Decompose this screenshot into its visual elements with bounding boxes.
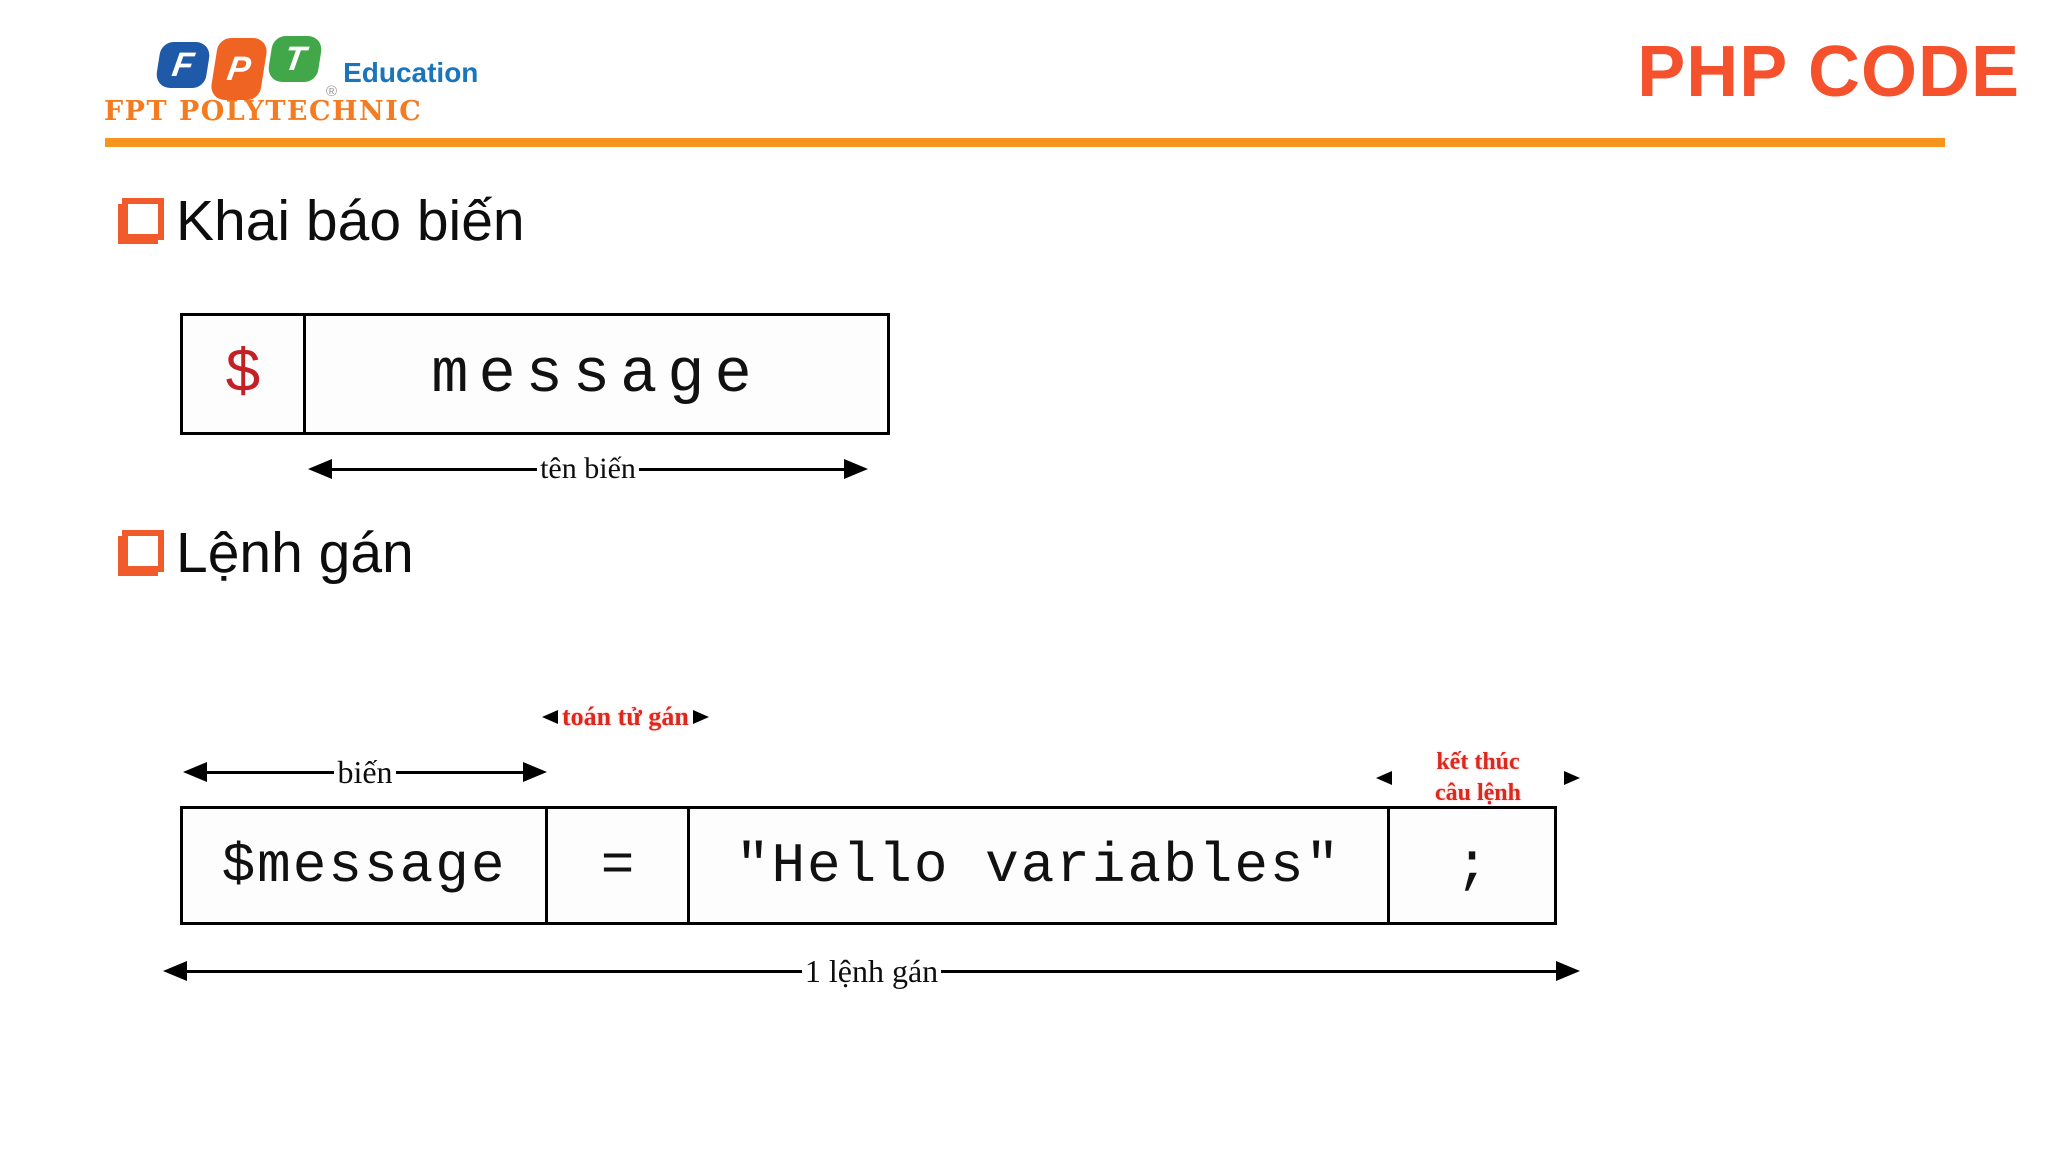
arrowhead-right-icon (523, 762, 547, 782)
assignment-value-cell: "Hello variables" (690, 809, 1390, 922)
dollar-cell: $ (183, 316, 306, 432)
page-title: PHP CODE (1637, 32, 2020, 112)
logo-tile-t-icon: T (266, 36, 324, 82)
bullet-label: Lệnh gán (176, 521, 414, 585)
logo-tile-f-icon: F (154, 42, 212, 88)
arrowhead-right-icon (844, 459, 868, 479)
bullet-item-lenh-gan: Lệnh gán (122, 516, 414, 590)
terminator-label-line1: kết thúc (1436, 748, 1520, 775)
terminator-label: kết thúc câu lệnh (1392, 747, 1564, 809)
assignment-diagram-box: $message = "Hello variables" ; (180, 806, 1557, 925)
arrow-line (941, 969, 1557, 973)
statement-arrow-label: 1 lệnh gán (804, 952, 939, 989)
bullet-square-icon (122, 530, 164, 572)
terminator-label-row: kết thúc câu lệnh (1376, 740, 1580, 816)
terminator-label-line2: câu lệnh (1434, 780, 1521, 806)
header-rule (105, 138, 1945, 147)
assignment-operator-cell: = (548, 809, 690, 922)
operator-label-row: toán tử gán (542, 702, 709, 732)
arrowhead-right-icon (692, 710, 709, 724)
arrowhead-left-icon (308, 459, 332, 479)
polytechnic-label: FPT POLYTECHNIC (104, 96, 423, 127)
logo-letter-f: F (169, 45, 197, 84)
variable-name-cell: message (431, 338, 762, 410)
arrowhead-right-icon (1564, 771, 1580, 785)
arrowhead-left-icon (542, 710, 558, 724)
logo-letter-t: T (281, 39, 309, 78)
assignment-semicolon-cell: ; (1455, 833, 1489, 898)
registered-mark: ® (326, 83, 338, 100)
arrow-line (187, 969, 802, 973)
variable-arrow-label: biến (337, 753, 393, 790)
bullet-item-khai-bao-bien: Khai báo biến (122, 184, 525, 258)
variable-diagram-box: $ message (180, 313, 890, 435)
arrowhead-right-icon (1556, 961, 1581, 981)
assignment-variable-cell: $message (183, 809, 548, 922)
arrowhead-left-icon (1376, 771, 1392, 785)
fpt-logo: F P T ® Education (154, 28, 479, 100)
logo-letter-p: P (224, 49, 254, 88)
variable-arrow: biến (183, 754, 547, 790)
arrowhead-left-icon (183, 762, 207, 782)
arrow-line (332, 467, 538, 471)
bullet-square-icon (122, 198, 164, 240)
arrow-line (207, 770, 335, 774)
statement-arrow: 1 lệnh gán (163, 952, 1581, 989)
variable-name-arrow: tên biến (308, 452, 868, 485)
logo-tile-p-icon: P (209, 38, 269, 100)
education-label: Education (343, 57, 479, 88)
bullet-label: Khai báo biến (176, 189, 525, 253)
arrow-line (638, 467, 844, 471)
operator-label: toán tử gán (562, 702, 689, 731)
variable-name-arrow-label: tên biến (540, 452, 636, 485)
arrowhead-left-icon (163, 961, 187, 981)
arrow-line (395, 770, 523, 774)
